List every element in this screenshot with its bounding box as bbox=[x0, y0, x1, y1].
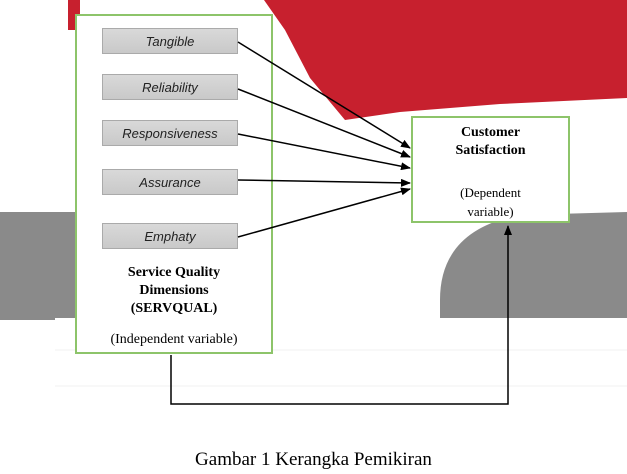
figure-caption: Gambar 1 Kerangka Pemikiran bbox=[195, 449, 432, 470]
item-reliability: Reliability bbox=[102, 74, 238, 100]
arrow-responsiveness bbox=[237, 133, 411, 171]
servqual-title-line3: (SERVQUAL) bbox=[130, 301, 218, 316]
servqual-title-line2: Dimensions bbox=[139, 283, 209, 298]
customer-satisfaction-box bbox=[411, 116, 570, 223]
arrow-reliability bbox=[237, 88, 411, 158]
arrow-overall-effect bbox=[170, 225, 512, 405]
item-assurance: Assurance bbox=[102, 169, 238, 195]
dependent-label: (Dependent variable) bbox=[413, 183, 568, 221]
servqual-title: Service Quality Dimensions (SERVQUAL) bbox=[80, 264, 268, 318]
independent-label: (Independent variable) bbox=[110, 332, 238, 347]
dependent-title: Customer Satisfaction bbox=[413, 124, 568, 160]
arrow-tangible bbox=[237, 41, 411, 149]
item-tangible: Tangible bbox=[102, 28, 238, 54]
item-responsiveness: Responsiveness bbox=[102, 120, 238, 146]
servqual-title-line1: Service Quality bbox=[127, 265, 221, 280]
dependent-title-line1: Customer bbox=[460, 125, 521, 140]
dependent-label-line1: (Dependent bbox=[460, 185, 521, 200]
item-emphaty: Emphaty bbox=[102, 223, 238, 249]
dependent-title-line2: Satisfaction bbox=[455, 143, 526, 158]
arrow-assurance bbox=[237, 178, 411, 187]
arrow-emphaty bbox=[237, 187, 411, 238]
gray-shape-right bbox=[440, 212, 627, 330]
dependent-label-line2: variable) bbox=[467, 204, 514, 219]
red-shape bbox=[264, 0, 627, 120]
